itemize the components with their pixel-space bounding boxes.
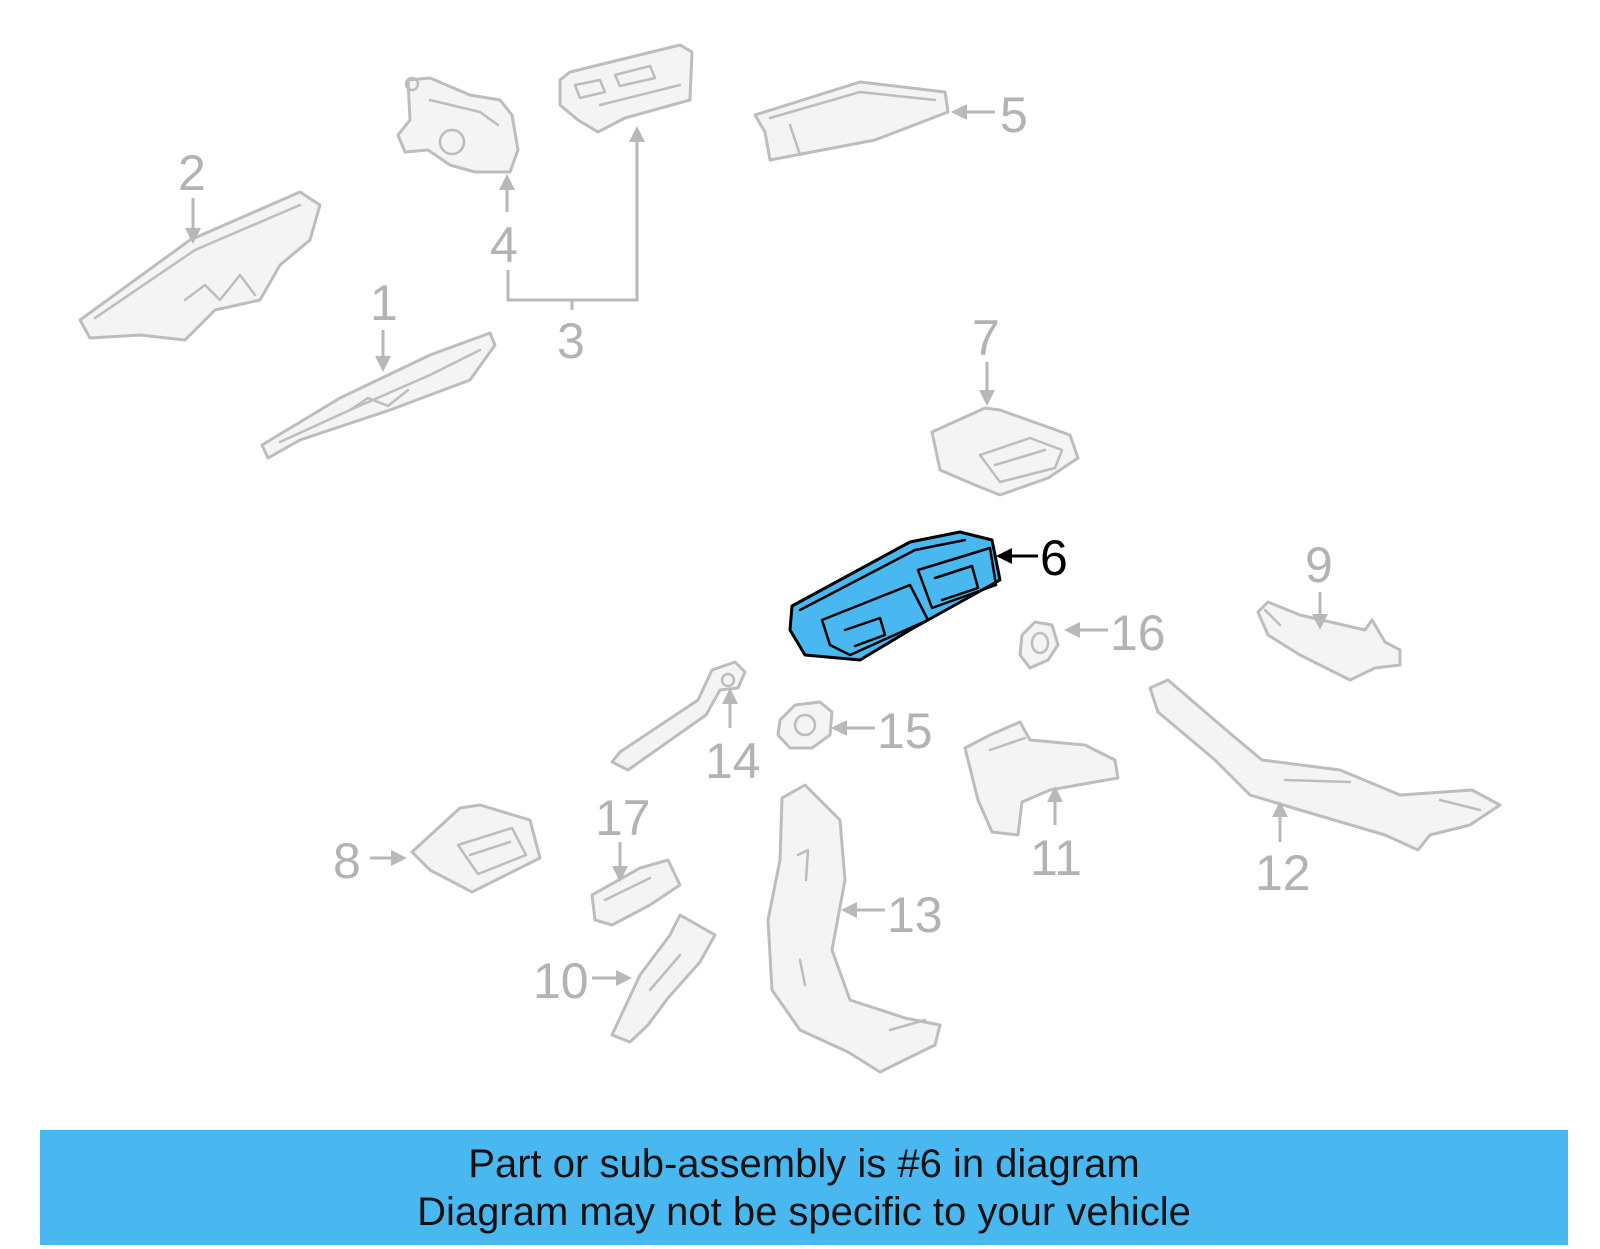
part-5-tray[interactable] (753, 80, 950, 162)
part-9-duct[interactable] (1256, 600, 1402, 682)
info-banner: Part or sub-assembly is #6 in diagram Di… (40, 1130, 1568, 1245)
part-3-vent[interactable] (558, 43, 694, 134)
callout-5: 5 (951, 87, 1028, 143)
part-16-clip[interactable] (1018, 620, 1060, 670)
banner-line-1: Part or sub-assembly is #6 in diagram (468, 1141, 1140, 1186)
callout-10: 10 (533, 953, 632, 1009)
svg-text:11: 11 (1030, 830, 1082, 886)
svg-text:8: 8 (333, 833, 361, 889)
svg-text:1: 1 (370, 275, 398, 331)
part-14-rod[interactable] (610, 660, 747, 772)
svg-text:14: 14 (705, 733, 761, 789)
callout-16: 16 (1064, 605, 1166, 661)
part-7-vent[interactable] (930, 406, 1080, 497)
svg-text:17: 17 (595, 790, 651, 846)
callout-7: 7 (972, 310, 1000, 406)
callout-12: 12 (1255, 801, 1311, 901)
svg-text:5: 5 (1000, 87, 1028, 143)
callout-6: 6 (996, 530, 1068, 586)
callout-1: 1 (370, 275, 398, 372)
part-6-vent-highlighted[interactable] (788, 530, 1002, 662)
callout-4: 4 (490, 174, 518, 273)
svg-text:15: 15 (877, 703, 933, 759)
svg-text:13: 13 (887, 887, 943, 943)
svg-text:3: 3 (557, 313, 585, 369)
svg-text:7: 7 (972, 310, 1000, 366)
banner-line-2: Diagram may not be specific to your vehi… (417, 1189, 1191, 1234)
callout-15: 15 (831, 703, 933, 759)
callout-9: 9 (1305, 537, 1333, 630)
parts-diagram: 2 1 4 3 (78, 43, 1502, 1074)
part-8-vent[interactable] (410, 803, 542, 894)
part-4-actuator[interactable] (396, 76, 520, 174)
callout-11: 11 (1030, 786, 1082, 886)
part-1-duct[interactable] (260, 331, 497, 460)
callout-13: 13 (841, 887, 943, 943)
callout-3: 3 (506, 126, 645, 369)
svg-text:2: 2 (178, 145, 206, 201)
svg-text:10: 10 (533, 953, 589, 1009)
svg-text:4: 4 (490, 217, 518, 273)
svg-text:12: 12 (1255, 845, 1311, 901)
callout-17: 17 (595, 790, 651, 882)
callout-14: 14 (705, 688, 761, 789)
part-17-connector[interactable] (590, 858, 682, 927)
callout-8: 8 (333, 833, 407, 889)
svg-text:16: 16 (1110, 605, 1166, 661)
part-15-motor[interactable] (776, 700, 834, 750)
part-11-duct[interactable] (963, 720, 1120, 837)
svg-text:9: 9 (1305, 537, 1333, 593)
part-13-duct[interactable] (766, 783, 942, 1074)
part-12-duct[interactable] (1148, 678, 1502, 852)
part-10-duct[interactable] (610, 913, 717, 1044)
callout-2: 2 (178, 145, 206, 244)
part-2-duct[interactable] (78, 190, 322, 342)
svg-text:6: 6 (1040, 530, 1068, 586)
